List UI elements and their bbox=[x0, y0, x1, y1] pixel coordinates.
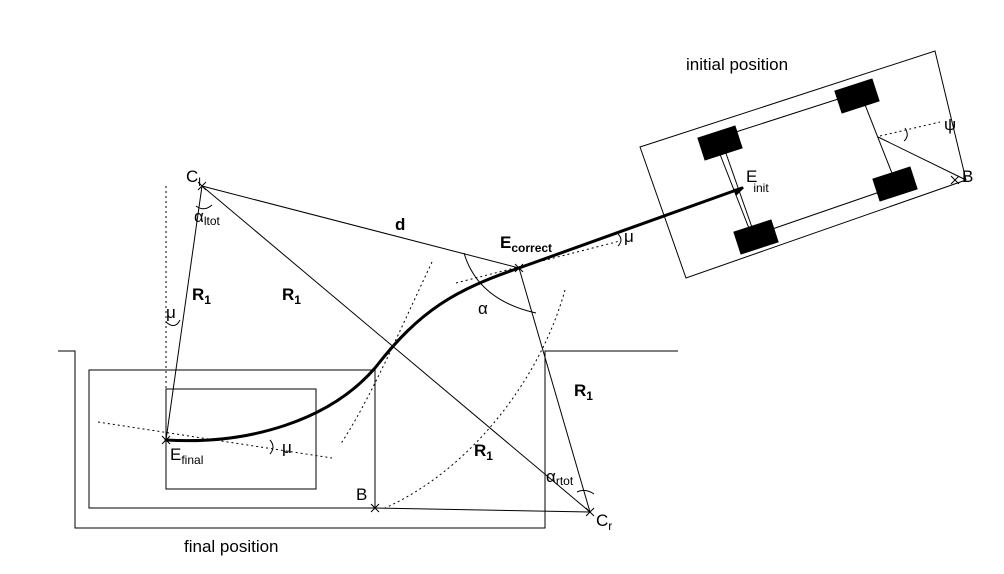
cr-label: Cr bbox=[596, 511, 612, 533]
cl-to-cr bbox=[201, 185, 591, 513]
s-curve-path bbox=[164, 266, 521, 443]
marker-b-final bbox=[370, 503, 380, 513]
path-arrowhead bbox=[733, 188, 744, 196]
wheel-front-right bbox=[872, 166, 918, 202]
cl-to-ecorrect bbox=[201, 185, 520, 269]
mu-label-efinal: μ bbox=[282, 438, 292, 457]
marker-b-initial bbox=[950, 175, 960, 185]
b-to-cr bbox=[374, 507, 591, 513]
r1-label-right: R1 bbox=[574, 381, 593, 403]
marker-efinal bbox=[161, 435, 171, 445]
b-label-initial: B bbox=[962, 167, 973, 186]
initial-position-body bbox=[639, 50, 967, 279]
tangent-ecorrect bbox=[455, 240, 621, 284]
wheel-front-left bbox=[834, 78, 880, 114]
final-position-label: final position bbox=[184, 537, 279, 556]
alpha-ltot-arc bbox=[195, 204, 213, 210]
alpha-rtot-arc bbox=[576, 489, 595, 495]
alpha-arc bbox=[463, 252, 537, 314]
mu-efinal-arc bbox=[269, 439, 274, 455]
r1-label-left: R1 bbox=[192, 285, 211, 307]
r1-label-bottom: R1 bbox=[474, 441, 493, 463]
r1-label-middle: R1 bbox=[282, 285, 301, 307]
arc-left-dotted bbox=[339, 261, 433, 446]
cl-to-efinal bbox=[165, 185, 203, 441]
straight-path-segment bbox=[517, 186, 744, 270]
e-correct-label: Ecorrect bbox=[500, 233, 552, 255]
b-label-final: B bbox=[356, 485, 367, 504]
front-axle-line bbox=[877, 136, 967, 181]
cr-to-ecorrect bbox=[518, 267, 591, 513]
psi-reference-line bbox=[879, 121, 941, 137]
final-position-inner-rect bbox=[165, 388, 317, 490]
alpha-rtot-label: αrtot bbox=[546, 467, 574, 488]
parking-slot-outline bbox=[58, 350, 678, 529]
marker-cr bbox=[585, 507, 595, 517]
wheel-rear-right bbox=[733, 219, 779, 255]
d-label: d bbox=[395, 215, 405, 234]
alpha-label: α bbox=[478, 299, 488, 318]
mu-cl-arc bbox=[165, 319, 181, 326]
alpha-ltot-label: αltot bbox=[194, 207, 221, 228]
psi-angle-arc bbox=[903, 127, 908, 142]
arc-right-dotted bbox=[384, 289, 566, 509]
psi-label: ψ bbox=[944, 115, 956, 134]
mu-label-ecorrect: μ bbox=[624, 227, 634, 246]
wheel-rear-left bbox=[697, 125, 743, 161]
e-final-label: Efinal bbox=[170, 445, 203, 467]
marker-ecorrect bbox=[514, 263, 524, 273]
marker-cl bbox=[197, 181, 207, 191]
cl-label: Cl bbox=[186, 167, 201, 189]
mu-ecorrect-arc bbox=[617, 233, 622, 247]
mu-label-cl: μ bbox=[166, 303, 176, 322]
initial-position-label: initial position bbox=[686, 55, 788, 74]
